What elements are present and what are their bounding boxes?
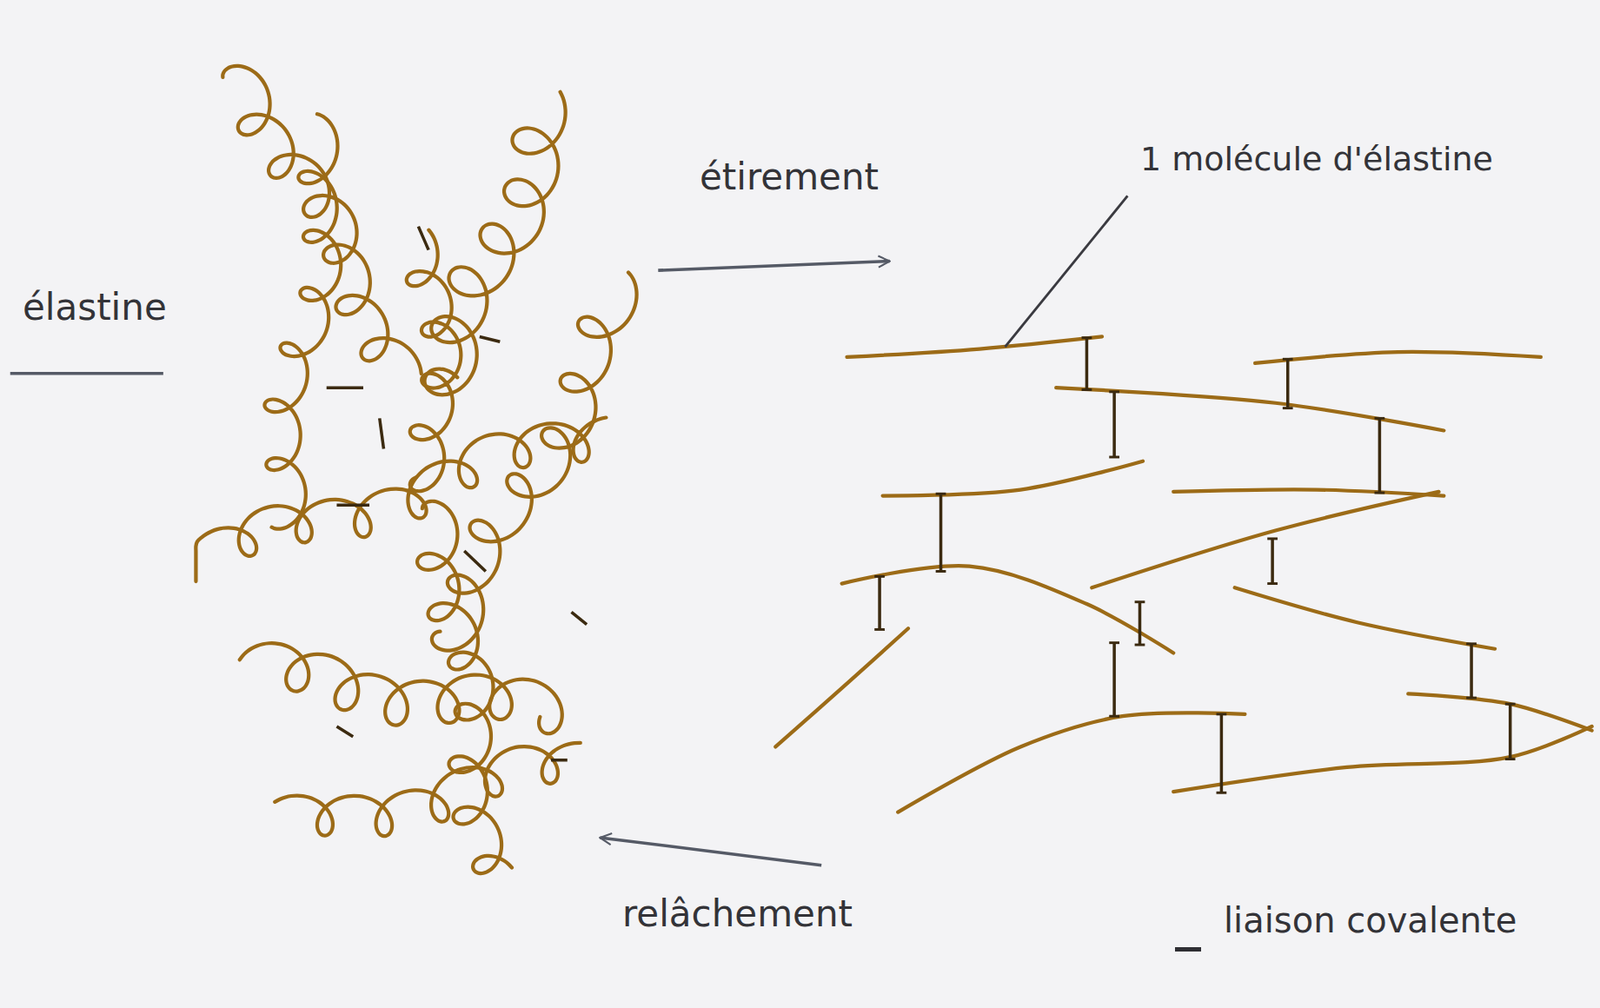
crosslink-cap	[1267, 582, 1278, 585]
crosslink	[877, 576, 882, 630]
crosslink	[1112, 643, 1116, 718]
arrow-label: étirement	[699, 156, 879, 199]
elastin-chain	[222, 66, 421, 374]
elastin-chain	[424, 92, 566, 396]
crosslink-cap	[1108, 390, 1120, 393]
crosslink-cap	[1374, 417, 1386, 420]
elastin-molecule	[847, 336, 1103, 357]
crosslink	[1508, 703, 1513, 759]
crosslink	[1112, 391, 1116, 458]
elastin-molecule	[882, 461, 1143, 497]
crosslink-cap	[1282, 406, 1294, 410]
relaxed-elastin-network	[195, 66, 637, 874]
elastin-chain	[264, 113, 341, 529]
crosslink	[418, 226, 429, 251]
stretch-arrow	[657, 261, 890, 272]
crosslink-cap	[1505, 757, 1516, 761]
crosslink	[1469, 643, 1474, 698]
crosslink	[1270, 538, 1275, 585]
crosslink-cap	[1082, 336, 1093, 339]
stretched-elastin-network	[775, 336, 1592, 812]
relax-arrow	[599, 837, 822, 866]
crosslink	[464, 551, 486, 571]
elastin-molecule	[897, 712, 1245, 812]
elastin-molecule	[775, 628, 909, 747]
elastin-molecule	[1254, 351, 1541, 364]
crosslink-cap	[1282, 358, 1294, 361]
crosslink	[336, 503, 370, 507]
crosslink-cap	[1216, 712, 1228, 716]
elastin-molecule	[1173, 489, 1444, 496]
elastin-molecule	[1091, 491, 1439, 588]
crosslink	[336, 726, 353, 737]
legend-sample	[1175, 947, 1202, 952]
leader-line	[1004, 195, 1128, 347]
crosslink-cap	[1108, 715, 1120, 718]
elastin-chain	[274, 743, 581, 837]
crosslink-cap	[874, 628, 885, 631]
elastin-molecule	[1234, 587, 1495, 649]
crosslink-cap	[1216, 791, 1228, 795]
elastin-chain	[239, 643, 563, 734]
crosslink	[939, 493, 943, 571]
elastin-chain	[431, 272, 638, 651]
callout-label: 1 molécule d'élastine	[1140, 140, 1494, 180]
elastin-molecule	[1173, 726, 1592, 792]
crosslink	[479, 336, 500, 342]
crosslink	[1378, 418, 1382, 493]
crosslink	[571, 611, 588, 625]
legend-text: liaison covalente	[1223, 900, 1517, 941]
crosslink-cap	[1374, 491, 1386, 495]
label-underline	[10, 371, 164, 376]
crosslink	[379, 418, 385, 449]
crosslink	[326, 385, 364, 390]
crosslink-cap	[1108, 456, 1120, 459]
crosslink-cap	[1505, 703, 1516, 706]
crosslink-cap	[1466, 642, 1477, 645]
crosslink	[551, 758, 568, 763]
crosslink-cap	[1267, 537, 1278, 540]
crosslink-cap	[936, 492, 947, 496]
arrow-label: relâchement	[622, 893, 853, 936]
crosslink-cap	[1135, 643, 1146, 647]
crosslink-cap	[1108, 641, 1120, 644]
crosslink-cap	[1466, 697, 1477, 700]
crosslink	[1286, 358, 1290, 408]
elastin-chain	[417, 501, 512, 874]
crosslink-cap	[1135, 600, 1146, 604]
crosslink	[1085, 338, 1089, 391]
crosslink-cap	[936, 570, 947, 573]
structure-label: élastine	[22, 286, 167, 329]
crosslink	[1138, 602, 1142, 645]
elastin-molecule	[1407, 693, 1592, 731]
crosslink	[1220, 714, 1224, 793]
crosslink-cap	[1082, 388, 1093, 392]
elastin-chain	[406, 230, 462, 492]
crosslink-cap	[874, 575, 885, 578]
